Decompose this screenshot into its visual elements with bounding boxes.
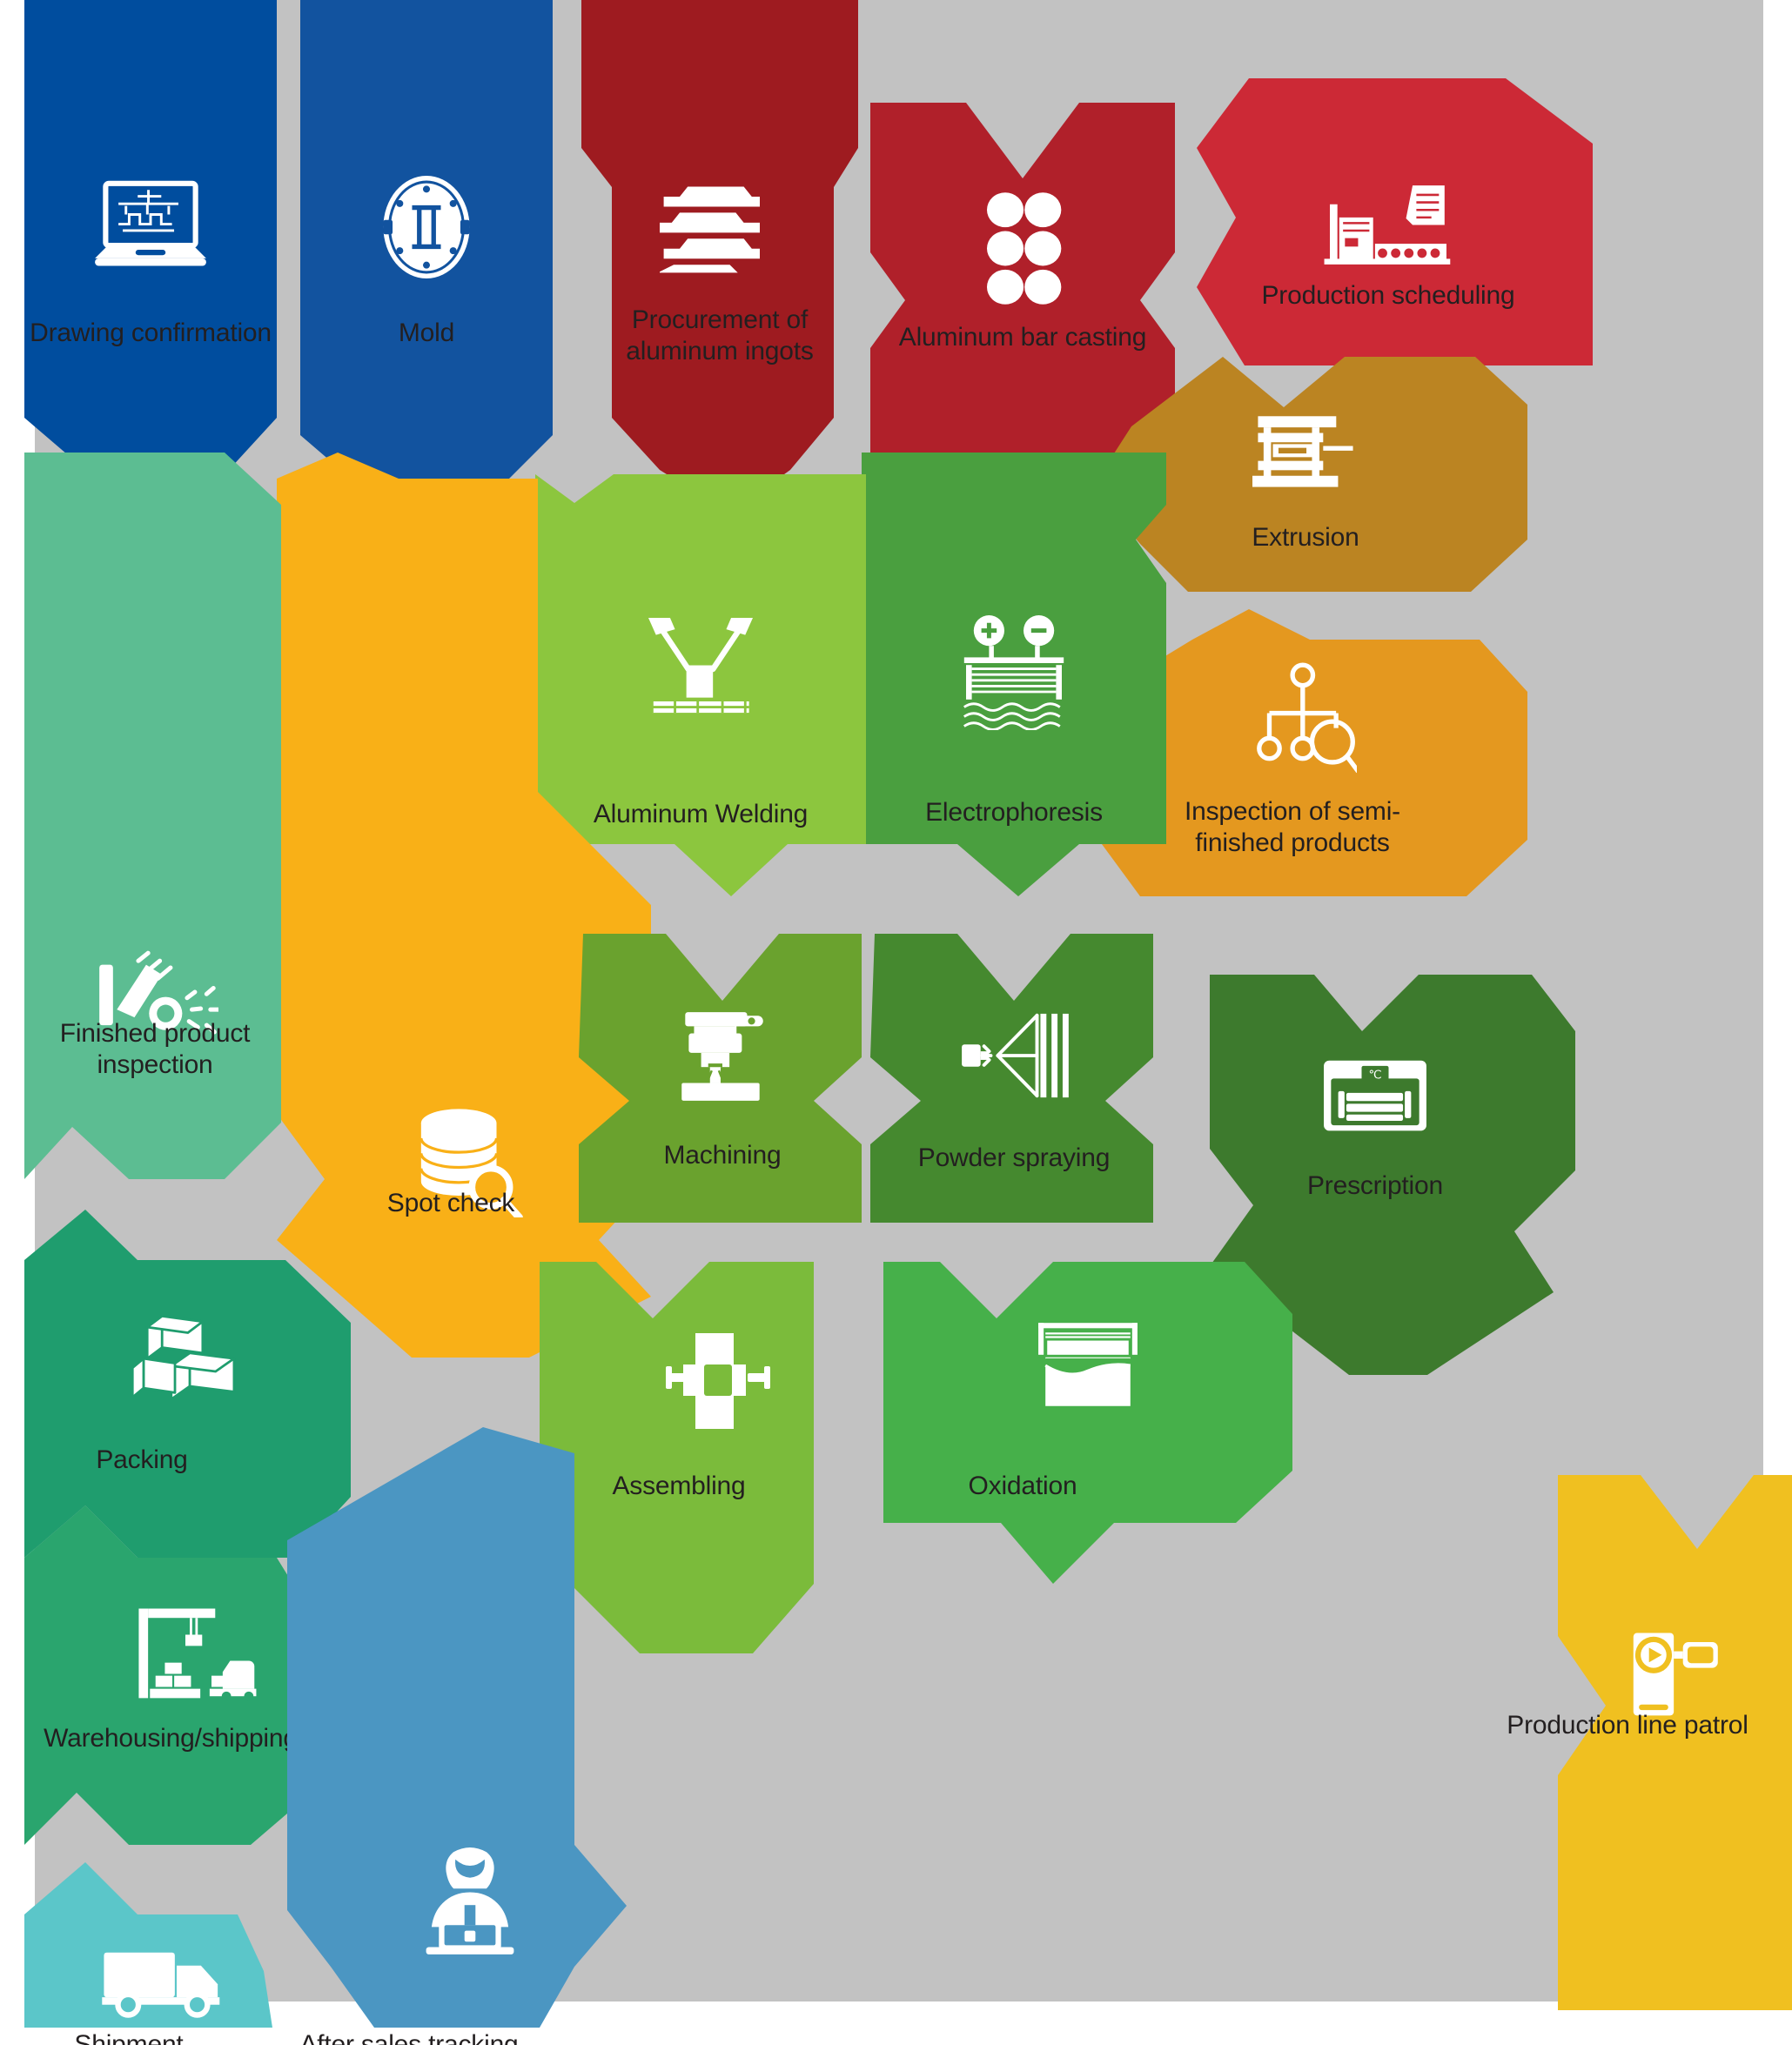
node-label: Extrusion [1252, 523, 1359, 552]
node-label: Electrophoresis [925, 798, 1103, 827]
node-label: Production line patrol [1507, 1711, 1748, 1740]
node-oxidation[interactable]: Oxidation [879, 1218, 1297, 1601]
tile-shape [1092, 357, 1527, 592]
white-margin-bottom [0, 2001, 1792, 2045]
node-label: Prescription [1307, 1171, 1443, 1200]
node-label: Production scheduling [1261, 281, 1515, 310]
node-label: Aluminum Welding [593, 800, 809, 828]
node-production-line-patrol[interactable]: Production line patrol [1507, 1445, 1792, 2010]
node-label: Assembling [612, 1472, 746, 1500]
node-shipment[interactable]: Shipment [24, 1858, 303, 2045]
node-electrophoresis[interactable]: Electrophoresis [862, 453, 1166, 896]
tile-shape [300, 0, 553, 526]
node-label: Spot check [386, 1189, 515, 1217]
node-procurement-ingots[interactable]: Procurement of aluminum ingots [581, 0, 858, 531]
node-label: Drawing confirmation [30, 318, 272, 347]
node-label: Warehousing/shipping [44, 1724, 298, 1753]
tile-shape [24, 0, 277, 505]
tile-shape [277, 453, 651, 1358]
node-label: Procurement of aluminum ingots [626, 305, 814, 365]
node-label: Oxidation [968, 1472, 1077, 1500]
node-label: Powder spraying [917, 1143, 1111, 1172]
node-machining[interactable]: Machining [579, 918, 866, 1223]
tile-shape [883, 1262, 1292, 1584]
tile-shape [1210, 975, 1575, 1375]
tile-shape [1558, 1475, 1792, 2010]
node-label: Packing [96, 1445, 188, 1474]
tile-shape [579, 934, 862, 1223]
node-after-sales-tracking[interactable]: After sales tracking [287, 1427, 653, 2045]
node-label: Finished product inspection [59, 1019, 251, 1079]
tile-shape [870, 934, 1153, 1223]
node-label: Shipment [74, 2030, 184, 2045]
tile-shape [24, 1505, 312, 1845]
tile-shape [862, 453, 1166, 896]
tile-shape [870, 103, 1175, 531]
tile-shape [287, 1427, 627, 2028]
node-label: Mold [398, 318, 455, 347]
node-label: After sales tracking [299, 2030, 519, 2045]
tile-shape [581, 0, 858, 513]
node-powder-spraying[interactable]: Powder spraying [870, 918, 1158, 1223]
node-label: Inspection of semi- finished products [1185, 797, 1400, 857]
node-finished-inspection[interactable]: Finished product inspection [24, 453, 285, 1210]
tile-shape [24, 1862, 272, 2028]
node-drawing-confirmation[interactable]: Drawing confirmation [24, 0, 277, 522]
node-label: Aluminum bar casting [898, 323, 1147, 352]
node-label: Machining [663, 1141, 782, 1170]
